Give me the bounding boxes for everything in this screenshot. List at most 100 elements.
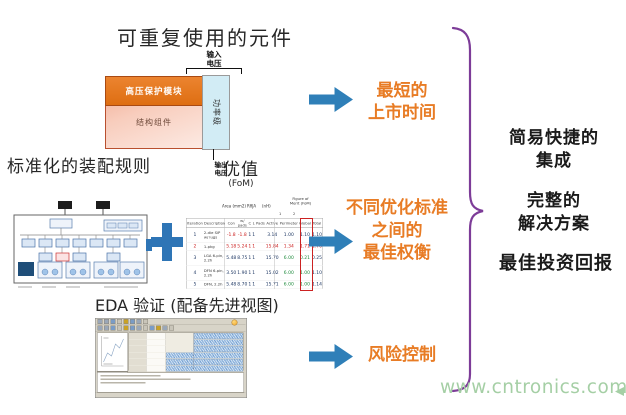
value-cell <box>146 359 166 365</box>
waveform-band <box>166 365 243 372</box>
table-cell: 0.25 <box>311 250 323 266</box>
toolbar-row <box>95 318 246 325</box>
input-bracket-line <box>186 68 242 74</box>
input-voltage-line2: 电压 <box>206 59 222 69</box>
waveform-row <box>129 339 243 346</box>
table-cell: 6.00 <box>279 280 299 290</box>
table-cell: 1.00 <box>279 227 299 243</box>
log-text-line <box>100 382 146 384</box>
benefit-time-to-market: 最短的 上市时间 <box>348 80 456 124</box>
table-cell: 15.70 <box>265 250 280 266</box>
table-cell: 1 <box>186 227 204 243</box>
signal-label-cell <box>129 359 147 365</box>
toolbar-icon <box>143 325 148 331</box>
table-cell: -1.8 <box>236 227 248 243</box>
table-cell: 1.00 <box>298 280 312 290</box>
table-superscript-1: 1 <box>279 212 282 216</box>
table-cell: 1.00 <box>298 265 312 281</box>
watermark-arrow-icon <box>615 387 624 396</box>
toolbar-icon <box>104 325 109 331</box>
fom-column-header: Con <box>225 218 237 228</box>
fom-column-header: Pads <box>255 218 266 228</box>
waveform-grid <box>128 332 244 372</box>
waveform-row <box>129 352 243 359</box>
signal-label-cell <box>129 346 147 352</box>
table-cell: 1.34 <box>279 242 299 252</box>
waveform-row <box>129 346 243 352</box>
fom-column-header: Total <box>311 218 323 228</box>
table-cell: 1 <box>251 227 256 243</box>
table-cell: 1 <box>247 250 252 266</box>
status-bar <box>95 392 246 398</box>
fom-table-thumbnail: Area (mm2) RθJA (nH) Figure of Merit (Fo… <box>186 196 323 293</box>
signal-label-cell <box>129 365 147 372</box>
fom-column-header: Iteration <box>186 218 204 228</box>
toolbar-row <box>95 325 246 332</box>
outcome-line: 最佳投资回报 <box>499 253 613 274</box>
outcome-best-roi: 最佳投资回报 <box>486 252 626 275</box>
fom-column-header: Description <box>203 218 226 228</box>
arrow-right-icon <box>309 87 353 112</box>
toolbar-icon <box>97 319 103 324</box>
signal-label-cell <box>129 333 147 339</box>
outcome-easy-integration: 简易快捷的 集成 <box>488 127 620 173</box>
table-cell: 1 <box>247 265 252 281</box>
log-text-line <box>100 375 161 377</box>
table-cell: 1 <box>251 265 256 281</box>
toolbar-icon <box>136 319 142 324</box>
outcome-complete-solution: 完整的 解决方案 <box>488 190 620 236</box>
assembly-rules-title: 标准化的装配规则 <box>7 157 151 177</box>
table-cell: 1.14 <box>311 280 323 290</box>
outcome-line: 解决方案 <box>518 214 590 234</box>
benefit-line: 上市时间 <box>368 103 436 123</box>
chip-icon <box>58 201 110 215</box>
table-cell: 8.75 <box>236 250 248 266</box>
fom-column-header: Active <box>265 218 280 228</box>
value-cell <box>146 365 166 372</box>
eda-verification-title: EDA 验证 (配备先进视图) <box>95 296 279 315</box>
input-voltage-label: 输入 电压 <box>192 50 236 69</box>
toolbar-icon <box>162 325 168 331</box>
toolbar-icon <box>104 319 109 324</box>
table-group-header-nh: (nH) <box>262 204 271 209</box>
table-cell: 5.48 <box>225 280 237 290</box>
outcome-line: 集成 <box>536 151 572 171</box>
table-cell: 6.00 <box>279 265 299 281</box>
table-column-separator <box>274 218 275 289</box>
benefit-line: 最短的 <box>376 81 428 101</box>
arrow-right-icon <box>309 344 353 369</box>
hv-protection-block: 高压保护模块 <box>105 76 203 106</box>
table-cell: 6.00 <box>279 250 299 266</box>
table-cell: 1 <box>247 242 252 252</box>
signal-label-cell <box>129 352 147 359</box>
reusable-block-diagram: 结构组件 高压保护模块 功率级 <box>105 75 230 150</box>
waveform-row <box>129 359 243 365</box>
table-group-header-fom: Figure of Merit (FoM) <box>289 196 312 206</box>
table-cell: 3.14 <box>265 227 280 243</box>
fom-subtitle: (FoM) <box>228 179 254 189</box>
waveform-band <box>194 346 243 352</box>
table-cell: 5.48 <box>225 250 237 266</box>
value-cell <box>146 333 166 339</box>
toolbar-icon <box>123 325 129 331</box>
reusable-components-title: 可重复使用的元件 <box>117 26 293 50</box>
value-cell <box>146 346 166 352</box>
table-group-header-rtheta: RθJA <box>247 204 257 209</box>
table-cell: 1.71 <box>298 242 312 252</box>
total-column-highlight <box>300 218 313 291</box>
table-cell: LGA 6-pin, 2.2h <box>203 250 226 266</box>
side-tab-icon <box>146 239 152 251</box>
toolbar-icon <box>156 325 161 331</box>
table-cell <box>255 250 266 266</box>
toolbar-icon <box>123 319 129 324</box>
table-cell <box>255 265 266 281</box>
table-cell: 5 <box>186 280 204 290</box>
table-cell: 5.24 <box>236 242 248 252</box>
waveform-band <box>194 333 243 339</box>
table-cell <box>255 227 266 243</box>
